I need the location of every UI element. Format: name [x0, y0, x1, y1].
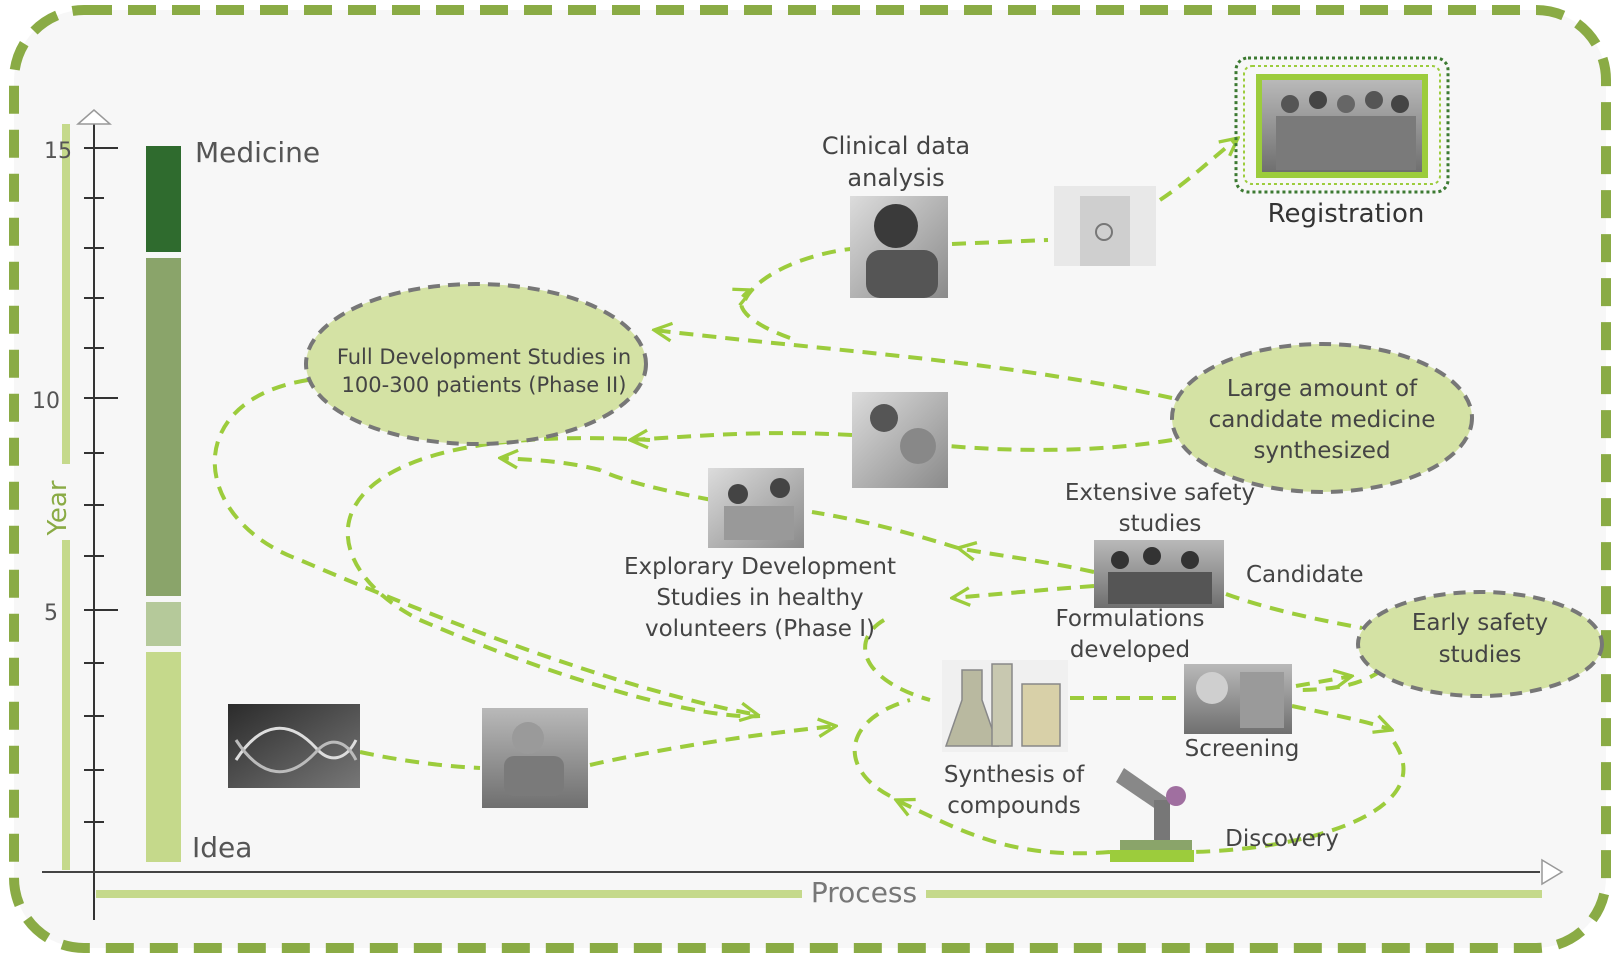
y-tick-15: 15: [44, 139, 72, 164]
early-safety-text-1: Early safety: [1412, 610, 1548, 636]
y-tick-10: 10: [32, 389, 60, 414]
candidate-label: Candidate: [1246, 562, 1364, 588]
team-group-photo: [1234, 56, 1450, 194]
screening-label: Screening: [1185, 736, 1300, 762]
volunteers-photo: [708, 468, 804, 548]
large-amount-ellipse: [1170, 342, 1474, 494]
large-amount-text-2: candidate medicine: [1209, 407, 1436, 433]
process-bar-right: [926, 890, 1542, 898]
early-safety-text-2: studies: [1439, 642, 1522, 668]
lab-flasks-photo: [942, 660, 1068, 752]
medicine-label: Medicine: [195, 136, 320, 169]
ext-safety-text-1: Extensive safety: [1065, 480, 1255, 506]
patient-exam-photo: [852, 392, 948, 488]
early-safety-ellipse: [1356, 590, 1604, 698]
year-axis-label: Year: [43, 480, 73, 536]
process-label: Process: [811, 876, 917, 909]
year-axis-bar-bottom: [62, 540, 70, 870]
idea-label: Idea: [192, 831, 252, 864]
ext-safety-text-2: studies: [1119, 511, 1202, 537]
doctor-coat-photo: [1054, 186, 1156, 266]
large-amount-text-3: synthesized: [1253, 438, 1390, 464]
y-ticks: [84, 147, 118, 823]
process-bar-left: [96, 890, 802, 898]
registration-label: Registration: [1268, 199, 1425, 229]
explor-text-3: volunteers (Phase I): [645, 616, 875, 642]
clinical-text-1: Clinical data: [822, 132, 970, 160]
full-dev-text-1: Full Development Studies in: [337, 345, 631, 369]
clinical-text-2: analysis: [847, 164, 944, 192]
timeline-bar: [146, 146, 181, 862]
discovery-label: Discovery: [1225, 826, 1339, 852]
explor-text-1: Explorary Development: [624, 554, 896, 580]
screening-photo: [1184, 664, 1292, 734]
synthesis-text-1: Synthesis of: [944, 762, 1085, 788]
formulations-text-1: Formulations: [1055, 606, 1204, 632]
safety-team-photo: [1094, 540, 1224, 608]
dna-helix-photo: [228, 704, 360, 788]
formulations-text-2: developed: [1070, 637, 1190, 663]
large-amount-text-1: Large amount of: [1227, 376, 1418, 402]
microscope-photo: [1110, 768, 1194, 862]
y-tick-5: 5: [44, 601, 58, 626]
synthesis-text-2: compounds: [947, 793, 1081, 819]
x-axis-arrow: [1541, 858, 1564, 886]
doctor-portrait-photo: [850, 196, 948, 298]
year-axis-bar-top: [62, 124, 70, 464]
full-dev-text-2: 100-300 patients (Phase II): [342, 373, 627, 397]
y-axis-arrow: [76, 109, 112, 125]
explor-text-2: Studies in healthy: [656, 585, 863, 611]
full-development-ellipse: [304, 282, 648, 446]
flow-arrows: [212, 138, 1406, 856]
surgeon-photo: [482, 708, 588, 808]
